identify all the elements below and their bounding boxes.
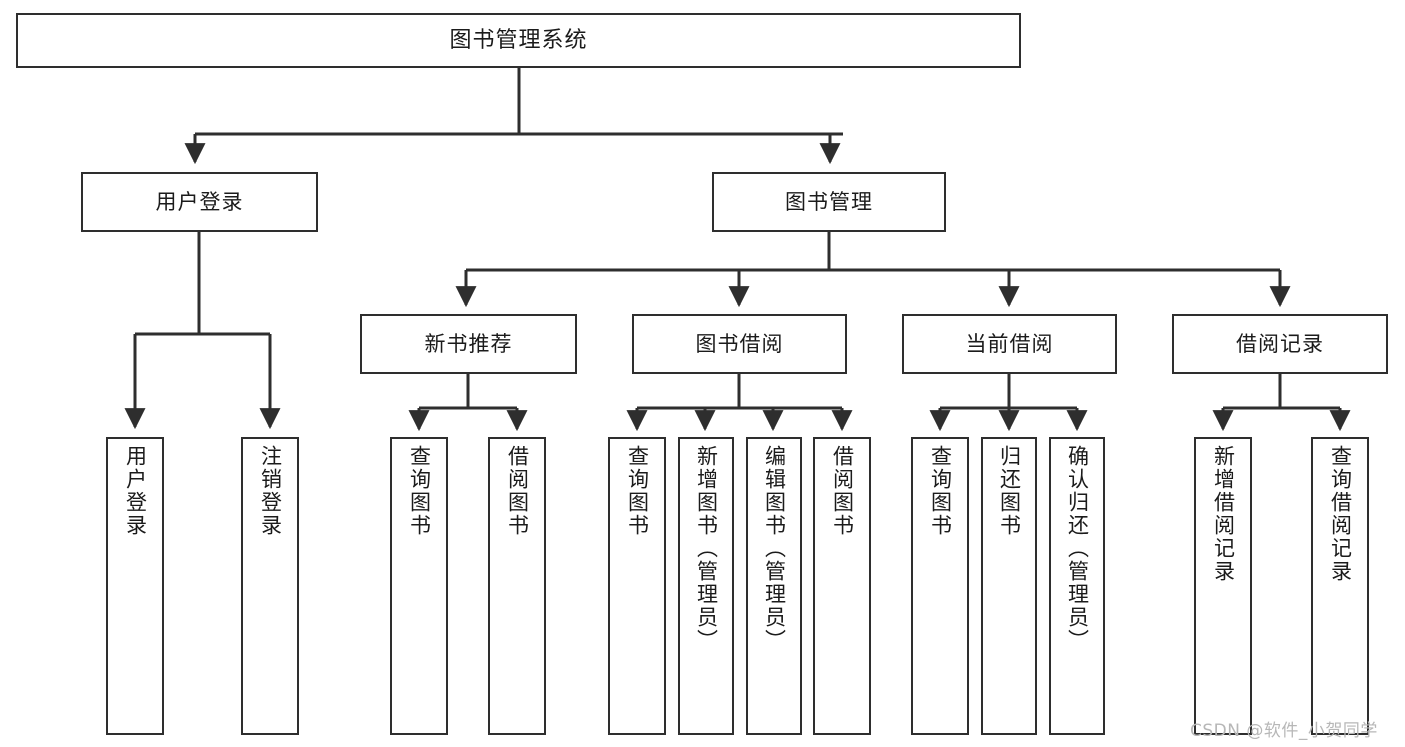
node-root-book-management-system[interactable]: 图书管理系统 (16, 13, 1021, 68)
node-label: 新书推荐 (424, 331, 513, 356)
node-leaf-borrow-book-recommend[interactable]: 借阅图书 (488, 437, 546, 735)
node-leaf-add-borrow-record[interactable]: 新增借阅记录 (1194, 437, 1252, 735)
node-leaf-query-book-current[interactable]: 查询图书 (911, 437, 969, 735)
node-leaf-return-book[interactable]: 归还图书 (981, 437, 1037, 735)
node-leaf-borrow-book[interactable]: 借阅图书 (813, 437, 871, 735)
node-label: 新增借阅记录 (1211, 445, 1236, 583)
node-label: 用户登录 (155, 189, 244, 214)
node-label: 查询图书 (625, 445, 650, 537)
node-label: 编辑图书（管理员） (762, 445, 787, 652)
node-label: 用户登录 (123, 445, 148, 537)
node-leaf-query-book-recommend[interactable]: 查询图书 (390, 437, 448, 735)
node-borrow-record[interactable]: 借阅记录 (1172, 314, 1388, 374)
node-label: 借阅记录 (1236, 331, 1324, 356)
node-label: 查询借阅记录 (1328, 445, 1353, 583)
node-leaf-query-borrow-record[interactable]: 查询借阅记录 (1311, 437, 1369, 735)
watermark-text: CSDN @软件_小贺同学 (1190, 721, 1378, 741)
node-label: 图书借阅 (695, 331, 784, 356)
node-label: 查询图书 (407, 445, 432, 537)
node-label: 借阅图书 (830, 445, 855, 537)
node-user-login[interactable]: 用户登录 (81, 172, 318, 232)
node-label: 借阅图书 (505, 445, 530, 537)
node-leaf-user-logout[interactable]: 注销登录 (241, 437, 299, 735)
node-new-book-recommend[interactable]: 新书推荐 (360, 314, 577, 374)
node-label: 当前借阅 (965, 331, 1054, 356)
node-book-borrow[interactable]: 图书借阅 (632, 314, 847, 374)
node-current-borrow[interactable]: 当前借阅 (902, 314, 1117, 374)
node-leaf-user-login[interactable]: 用户登录 (106, 437, 164, 735)
node-label: 图书管理 (785, 189, 873, 214)
node-leaf-confirm-return-admin[interactable]: 确认归还（管理员） (1049, 437, 1105, 735)
node-leaf-edit-book-admin[interactable]: 编辑图书（管理员） (746, 437, 802, 735)
node-label: 注销登录 (258, 445, 283, 537)
node-label: 图书管理系统 (449, 27, 588, 53)
node-label: 查询图书 (928, 445, 953, 537)
node-leaf-add-book-admin[interactable]: 新增图书（管理员） (678, 437, 734, 735)
node-label: 新增图书（管理员） (694, 445, 719, 652)
node-label: 确认归还（管理员） (1065, 445, 1090, 652)
node-book-management[interactable]: 图书管理 (712, 172, 946, 232)
node-leaf-query-book-borrow[interactable]: 查询图书 (608, 437, 666, 735)
node-label: 归还图书 (997, 445, 1022, 537)
